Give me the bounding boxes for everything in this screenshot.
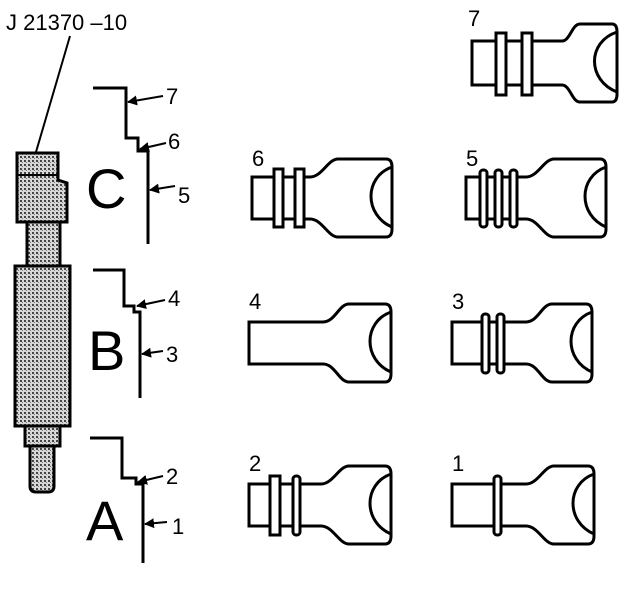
tool-head [15,151,69,224]
tool-lower-shaft [23,424,62,448]
label-5: 5 [178,183,190,208]
tool-neck [25,220,62,268]
tool-label: J 21370 –10 [6,10,127,35]
label-7: 7 [166,84,178,109]
tool-body [13,264,72,428]
valve-label-4: 4 [249,289,261,314]
tool-leader-line [35,35,71,153]
section-b: B 4 3 [88,268,180,398]
label-1: 1 [172,514,184,539]
section-a-letter: A [86,489,124,552]
arrow-3 [141,347,164,358]
valve-stem-4: 4 [247,289,393,384]
label-4: 4 [168,286,180,311]
valve-stem-5: 5 [464,146,608,239]
valve-label-6: 6 [252,146,264,171]
section-c: C 7 6 5 [86,84,190,244]
arrow-1 [144,518,168,529]
valve-stem-1: 1 [450,451,596,546]
valve-label-2: 2 [249,451,261,476]
valve-stem-7: 7 [468,6,619,104]
valve-label-3: 3 [452,289,464,314]
valve-label-7: 7 [468,6,480,31]
label-6: 6 [168,129,180,154]
arrow-5 [149,183,176,194]
arrow-7 [127,95,164,106]
label-3: 3 [166,342,178,367]
valve-label-5: 5 [466,146,478,171]
valve-stem-3: 3 [450,289,594,384]
tool-pilot [28,444,56,494]
tool-j21370-10: J 21370 –10 [6,10,127,494]
arrow-2 [137,475,164,485]
section-b-letter: B [88,319,125,382]
arrow-4 [136,299,166,310]
valve-stem-6: 6 [250,146,394,239]
section-c-letter: C [86,157,126,220]
label-2: 2 [166,464,178,489]
arrow-6 [139,142,167,152]
valve-stem-2: 2 [247,451,393,546]
section-a: A 2 1 [86,436,184,563]
section-b-profile [93,268,142,398]
valve-label-1: 1 [452,451,464,476]
